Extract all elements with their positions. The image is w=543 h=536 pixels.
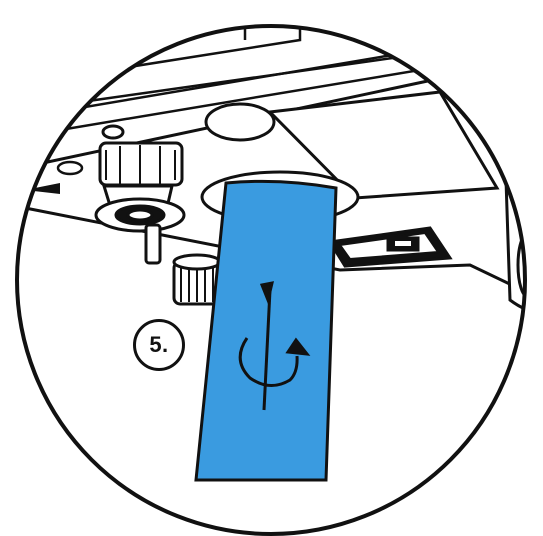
mounting-hole	[206, 104, 274, 140]
small-hole	[58, 162, 82, 174]
step-number-badge: 5.	[133, 319, 185, 371]
step-number-label: 5.	[149, 332, 168, 358]
